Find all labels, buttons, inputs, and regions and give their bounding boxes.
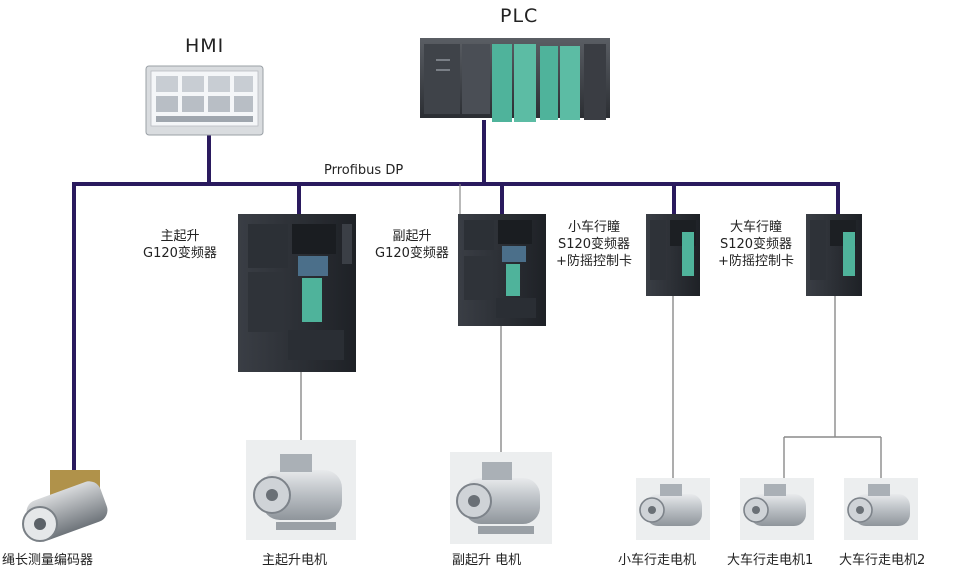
plc-title: PLC <box>500 5 539 27</box>
aux-hoist-drive-name: 副起升 <box>392 229 432 244</box>
rotary-encoder-icon[interactable] <box>22 470 111 544</box>
hmi-title: HMI <box>185 35 225 57</box>
gantry-drive-card: +防摇控制卡 <box>718 254 794 269</box>
trolley-motor-icon[interactable] <box>636 478 710 540</box>
main-hoist-drive-icon[interactable] <box>238 214 356 372</box>
encoder-label: 绳长测量编码器 <box>2 553 94 568</box>
gantry-drive-icon[interactable] <box>806 214 862 296</box>
gantry-drive-label: 大车行瞳 S120变频器 +防摇控制卡 <box>706 219 806 270</box>
gantry-drive-name: 大车行瞳 <box>729 220 782 235</box>
aux-hoist-drive-label: 副起升 G120变频器 <box>362 228 462 262</box>
gantry-motor1-label: 大车行走电机1 <box>727 553 814 568</box>
aux-motor-label: 副起升 电机 <box>452 553 522 568</box>
hmi-panel-icon[interactable] <box>145 65 264 136</box>
bus-label: Prrofibus DP <box>324 163 404 178</box>
main-motor-label: 主起升电机 <box>262 553 328 568</box>
aux-hoist-drive-model: G120变频器 <box>375 246 449 261</box>
trolley-motor-label: 小车行走电机 <box>618 553 697 568</box>
main-hoist-drive-label: 主起升 G120变频器 <box>130 228 230 262</box>
gantry-motor2-icon[interactable] <box>844 478 918 540</box>
motor-cables <box>300 296 882 480</box>
main-motor-icon[interactable] <box>246 440 356 540</box>
plc-rack-icon[interactable] <box>420 38 610 122</box>
gantry-motor1-icon[interactable] <box>740 478 814 540</box>
main-hoist-drive-model: G120变频器 <box>143 246 217 261</box>
profibus-network <box>72 120 840 474</box>
gantry-drive-model: S120变频器 <box>719 237 793 252</box>
aux-motor-icon[interactable] <box>450 452 552 544</box>
trolley-drive-name: 小车行瞳 <box>567 220 620 235</box>
trolley-drive-label: 小车行瞳 S120变频器 +防摇控制卡 <box>544 219 644 270</box>
gantry-motor2-label: 大车行走电机2 <box>839 553 926 568</box>
trolley-drive-card: +防摇控制卡 <box>556 254 632 269</box>
trolley-drive-icon[interactable] <box>646 214 700 296</box>
trolley-drive-model: S120变频器 <box>557 237 631 252</box>
main-hoist-drive-name: 主起升 <box>160 229 200 244</box>
aux-hoist-drive-icon[interactable] <box>458 214 546 326</box>
